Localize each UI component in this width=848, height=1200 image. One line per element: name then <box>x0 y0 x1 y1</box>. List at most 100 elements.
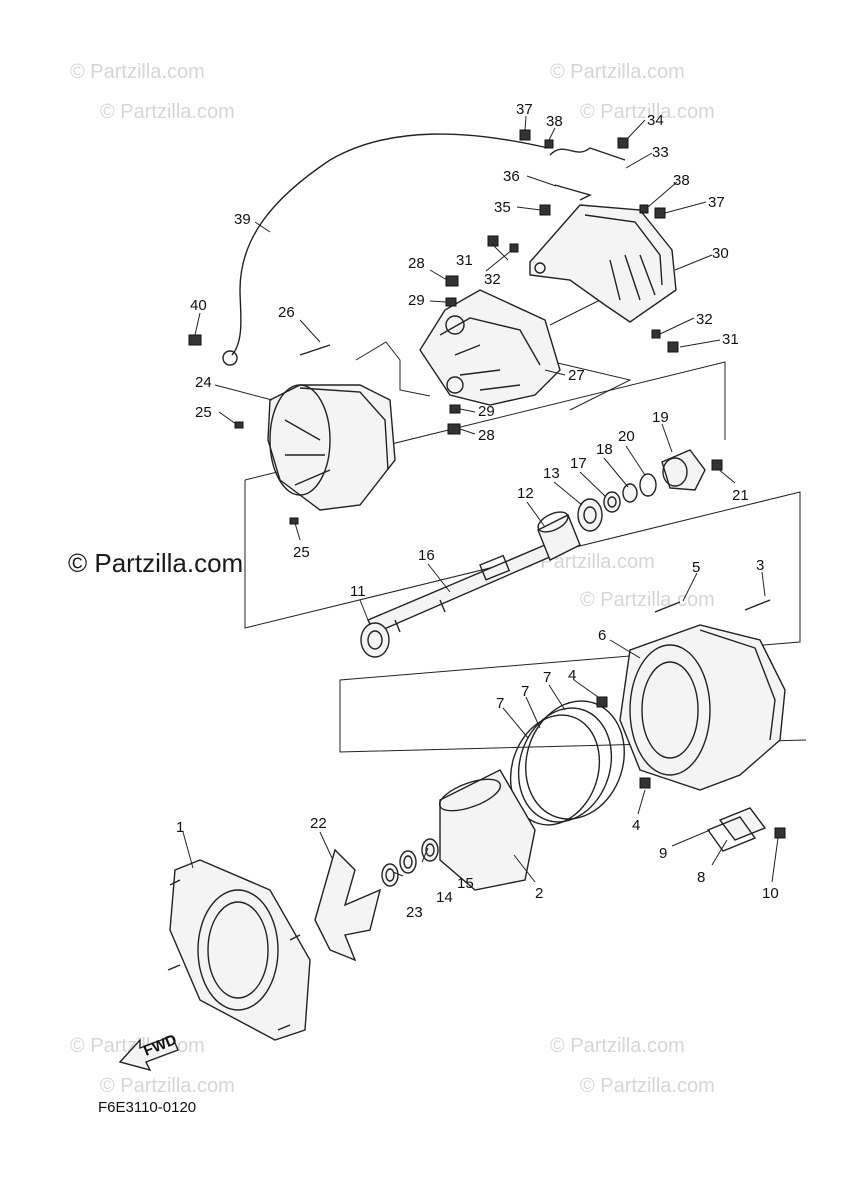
callout-3: 3 <box>756 557 764 574</box>
watermark-top-right: © Partzilla.com <box>550 61 685 83</box>
callout-15: 15 <box>457 875 474 892</box>
collar-38-right <box>639 204 649 214</box>
callout-22: 22 <box>310 815 327 832</box>
callout-29-bottom: 29 <box>478 403 495 420</box>
part-12-sleeve <box>537 511 581 561</box>
callout-28-bottom: 28 <box>478 427 495 444</box>
wire-eyelet <box>222 350 238 366</box>
part-11-bearing <box>360 622 390 658</box>
nut-35 <box>539 204 551 216</box>
bolt-5 <box>654 601 681 613</box>
collar-32-top <box>509 243 519 253</box>
callout-28-top: 28 <box>408 255 425 272</box>
callout-39: 39 <box>234 211 251 228</box>
callout-32-bottom: 32 <box>696 311 713 328</box>
pin-4-top <box>596 696 608 708</box>
collar-29-top <box>445 297 457 307</box>
part-16-drive-shaft <box>367 544 554 634</box>
callout-18: 18 <box>596 441 613 458</box>
diagram-code: F6E3110-0120 <box>98 1099 196 1116</box>
callout-5: 5 <box>692 559 700 576</box>
watermark-large: © Partzilla.com <box>68 548 243 578</box>
callout-20: 20 <box>618 428 635 445</box>
callout-10: 10 <box>762 885 779 902</box>
part-1-intake-plate <box>167 859 311 1041</box>
callout-14: 14 <box>436 889 453 906</box>
callout-17: 17 <box>570 455 587 472</box>
callout-23: 23 <box>406 904 423 921</box>
callout-25-bottom: 25 <box>293 544 310 561</box>
callout-13: 13 <box>543 465 560 482</box>
cable-wire <box>231 133 549 356</box>
callout-8: 8 <box>697 869 705 886</box>
bolt-34 <box>617 137 629 149</box>
bolt-3 <box>744 599 771 611</box>
callout-38-right: 38 <box>673 172 690 189</box>
callout-2: 2 <box>535 885 543 902</box>
part-17-seal <box>603 491 621 513</box>
callout-7-c: 7 <box>543 669 551 686</box>
callout-30: 30 <box>712 245 729 262</box>
pin-25-bottom <box>289 517 299 525</box>
part-13-bearing <box>577 498 603 532</box>
callout-33: 33 <box>652 144 669 161</box>
callout-31-bottom: 31 <box>722 331 739 348</box>
bolt-26 <box>299 344 331 356</box>
callout-4-bottom: 4 <box>632 817 640 834</box>
bracket-33 <box>549 147 626 161</box>
callout-7-b: 7 <box>521 683 529 700</box>
bolt-37-top <box>519 129 531 141</box>
leader-lines <box>182 115 779 883</box>
assembly-frames <box>244 299 807 753</box>
part-24-jet-housing <box>267 384 396 511</box>
watermark-bottom-right: © Partzilla.com <box>550 1035 685 1057</box>
callout-9: 9 <box>659 845 667 862</box>
bolt-31-top <box>487 235 499 247</box>
callout-36: 36 <box>503 168 520 185</box>
callout-37-top: 37 <box>516 101 533 118</box>
watermark-middle-right-2: © Partzilla.com <box>580 589 715 611</box>
part-22-impeller <box>314 848 382 962</box>
part-9-gasket <box>706 816 757 852</box>
part-20-o-ring <box>639 473 657 497</box>
bolt-31-bottom <box>667 341 679 353</box>
fwd-arrow-icon <box>118 1035 179 1072</box>
callout-1: 1 <box>176 819 184 836</box>
watermark-bottom-left-2: © Partzilla.com <box>100 1075 235 1097</box>
bolt-28-top <box>445 275 459 287</box>
part-7-rings <box>509 700 625 826</box>
part-14-ring <box>399 850 417 874</box>
callout-6: 6 <box>598 627 606 644</box>
callout-12: 12 <box>517 485 534 502</box>
callout-32-top: 32 <box>484 271 501 288</box>
watermark-top-left-2: © Partzilla.com <box>100 101 235 123</box>
pin-25-top <box>234 421 244 429</box>
callout-31-top: 31 <box>456 252 473 269</box>
part-18-nut <box>622 483 638 503</box>
watermark-top-left: © Partzilla.com <box>70 61 205 83</box>
callout-26: 26 <box>278 304 295 321</box>
callout-24: 24 <box>195 374 212 391</box>
collar-29-bottom <box>449 404 461 414</box>
part-27-steering-nozzle <box>419 289 561 406</box>
bolt-37-right <box>654 207 666 219</box>
pin-4-bottom <box>639 777 651 789</box>
part-30-bracket <box>529 204 677 323</box>
bolt-28-bottom <box>447 423 461 435</box>
part-23-ring <box>381 863 399 887</box>
part-15-ring <box>421 838 439 862</box>
callout-21: 21 <box>732 487 749 504</box>
callout-37-right: 37 <box>708 194 725 211</box>
collar-38-top <box>544 139 554 149</box>
part-6-impeller-housing <box>619 624 786 791</box>
callout-11: 11 <box>350 583 366 600</box>
callout-34: 34 <box>647 112 664 129</box>
callout-38-top: 38 <box>546 113 563 130</box>
collar-32-bottom <box>651 329 661 339</box>
bolt-10 <box>774 827 786 839</box>
part-8-cover <box>718 807 767 841</box>
callout-labels: 1 2 3 4 4 5 6 7 7 7 8 9 10 11 12 13 14 1… <box>176 101 779 921</box>
bolt-21 <box>711 459 723 471</box>
clamp-36 <box>554 184 592 201</box>
callout-40: 40 <box>190 297 207 314</box>
